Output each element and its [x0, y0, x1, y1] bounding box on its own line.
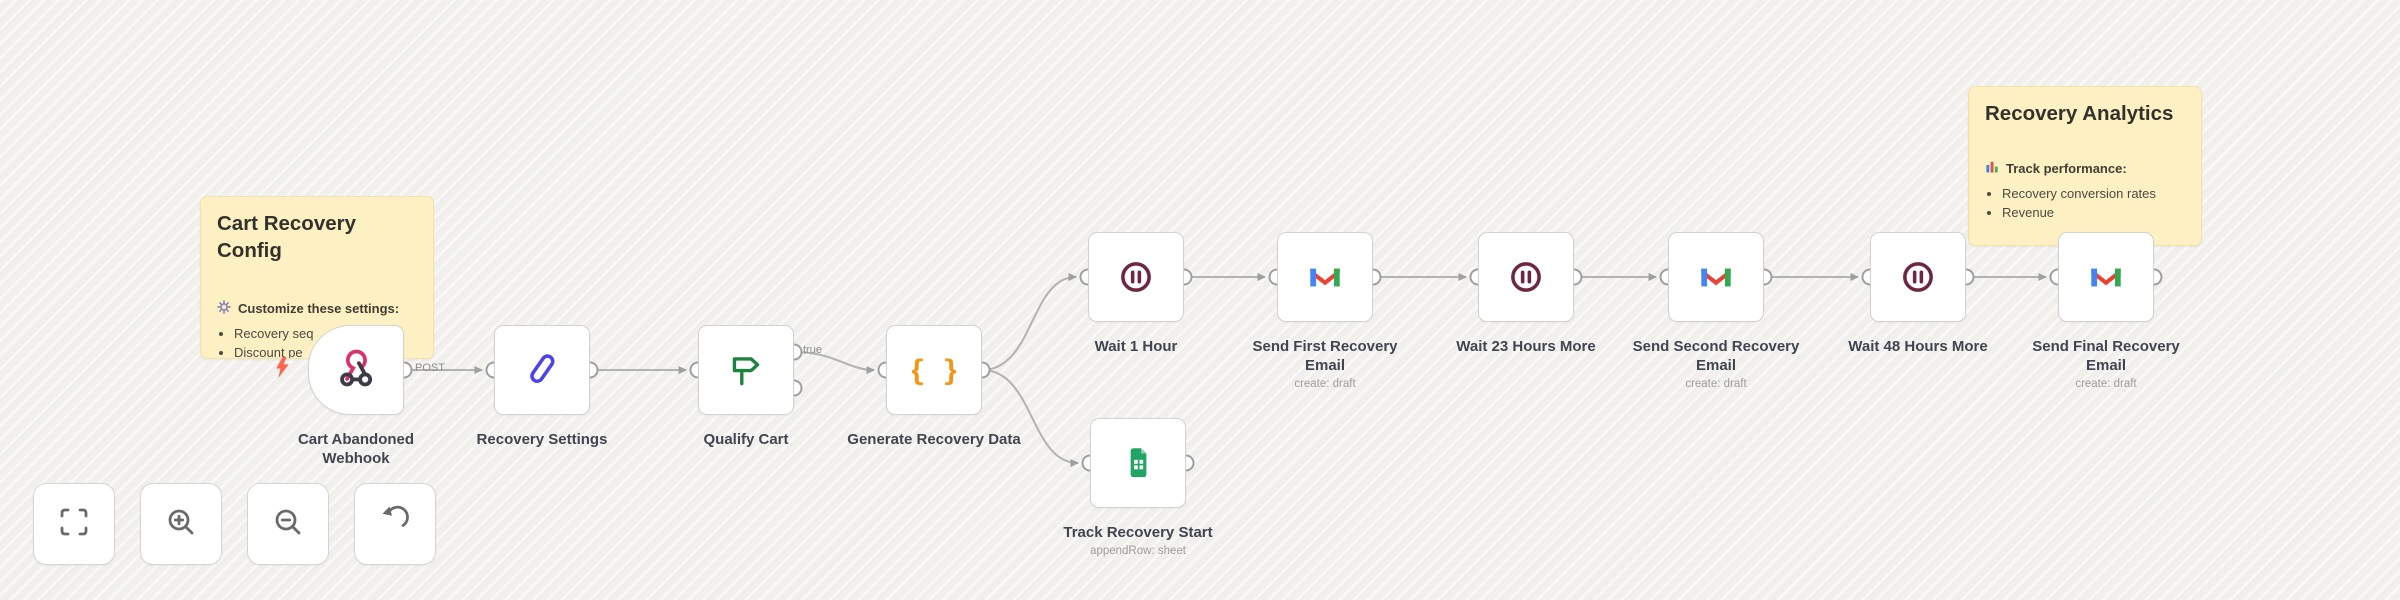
- zoom-in-button[interactable]: [140, 483, 222, 565]
- node-label: Qualify Cart: [703, 431, 789, 448]
- node-label: Wait 23 Hours More: [1456, 338, 1596, 355]
- pause-icon: [1897, 256, 1939, 298]
- node-subtitle: create: draft: [1294, 378, 1356, 390]
- node-wait-23-hours-more[interactable]: [1478, 232, 1574, 322]
- sticky-bullet-list: Recovery seq Discount pe: [217, 325, 417, 358]
- bar-chart-icon: [1985, 160, 1999, 177]
- fit-view-button[interactable]: [33, 483, 115, 565]
- lightning-bolt-icon: [274, 356, 291, 384]
- svg-text:{ }: { }: [912, 353, 956, 387]
- sticky-bullet-list: Recovery conversion rates Revenue: [1985, 185, 2185, 222]
- node-subtitle: create: draft: [2075, 378, 2137, 390]
- node-send-final-recovery-email[interactable]: [2058, 232, 2154, 322]
- node-label: Generate Recovery Data: [847, 431, 1021, 448]
- node-recovery-settings[interactable]: [494, 325, 590, 415]
- code-braces-icon: { }: [912, 348, 956, 392]
- gmail-icon: [2085, 256, 2127, 298]
- node-track-recovery-start[interactable]: [1090, 418, 1186, 508]
- node-label: Send First Recovery Email create: draft: [1240, 337, 1410, 390]
- wire-label-post: POST: [415, 362, 445, 374]
- pause-icon: [1115, 256, 1157, 298]
- if-signpost-icon: [725, 349, 767, 391]
- node-label: Recovery Settings: [476, 431, 608, 448]
- node-generate-recovery-data[interactable]: { }: [886, 325, 982, 415]
- zoom-out-icon: [268, 502, 308, 547]
- gmail-icon: [1304, 256, 1346, 298]
- node-send-second-recovery-email[interactable]: [1668, 232, 1764, 322]
- sticky-subheading: Track performance:: [1985, 160, 2185, 177]
- wire-paths: [404, 273, 2047, 467]
- undo-icon: [375, 502, 415, 547]
- node-label: Wait 48 Hours More: [1848, 338, 1988, 355]
- sticky-note-recovery-analytics[interactable]: Recovery Analytics Track performance: Re…: [1968, 86, 2202, 246]
- sticky-bullet: Revenue: [2002, 204, 2185, 222]
- webhook-icon: [335, 349, 377, 391]
- node-subtitle: appendRow: sheet: [1090, 545, 1186, 557]
- gmail-icon: [1695, 256, 1737, 298]
- node-label: Track Recovery Start appendRow: sheet: [1043, 523, 1233, 557]
- sticky-bullet: Discount pe: [234, 344, 417, 358]
- sticky-subheading: Customize these settings:: [217, 300, 417, 317]
- node-label: Send Final Recovery Email create: draft: [2021, 337, 2191, 390]
- fit-view-icon: [54, 502, 94, 547]
- gear-icon: [217, 300, 231, 317]
- node-label: Send Second Recovery Email create: draft: [1632, 338, 1800, 390]
- sheets-icon: [1117, 442, 1159, 484]
- zoom-in-icon: [161, 502, 201, 547]
- node-wait-48-hours-more[interactable]: [1870, 232, 1966, 322]
- node-label: Wait 1 Hour: [1094, 338, 1178, 355]
- undo-button[interactable]: [354, 483, 436, 565]
- node-subtitle: create: draft: [1685, 378, 1747, 390]
- sticky-bullet: Recovery conversion rates: [2002, 185, 2185, 203]
- sticky-title: Cart Recovery Config: [217, 212, 357, 262]
- canvas-controls: [33, 483, 436, 565]
- node-send-first-recovery-email[interactable]: [1277, 232, 1373, 322]
- sticky-title: Recovery Analytics: [1985, 102, 2174, 125]
- node-label: Cart Abandoned Webhook: [297, 431, 415, 467]
- pause-icon: [1505, 256, 1547, 298]
- sticky-bullet: Recovery seq: [234, 325, 417, 343]
- node-wait-1-hour[interactable]: [1088, 232, 1184, 322]
- node-qualify-cart[interactable]: [698, 325, 794, 415]
- sticky-note-cart-recovery-config[interactable]: Cart Recovery Config Customize these set…: [200, 196, 434, 359]
- wire-label-true: true: [803, 344, 822, 356]
- edit-pen-icon: [521, 349, 563, 391]
- node-cart-abandoned-webhook[interactable]: [308, 325, 404, 415]
- zoom-out-button[interactable]: [247, 483, 329, 565]
